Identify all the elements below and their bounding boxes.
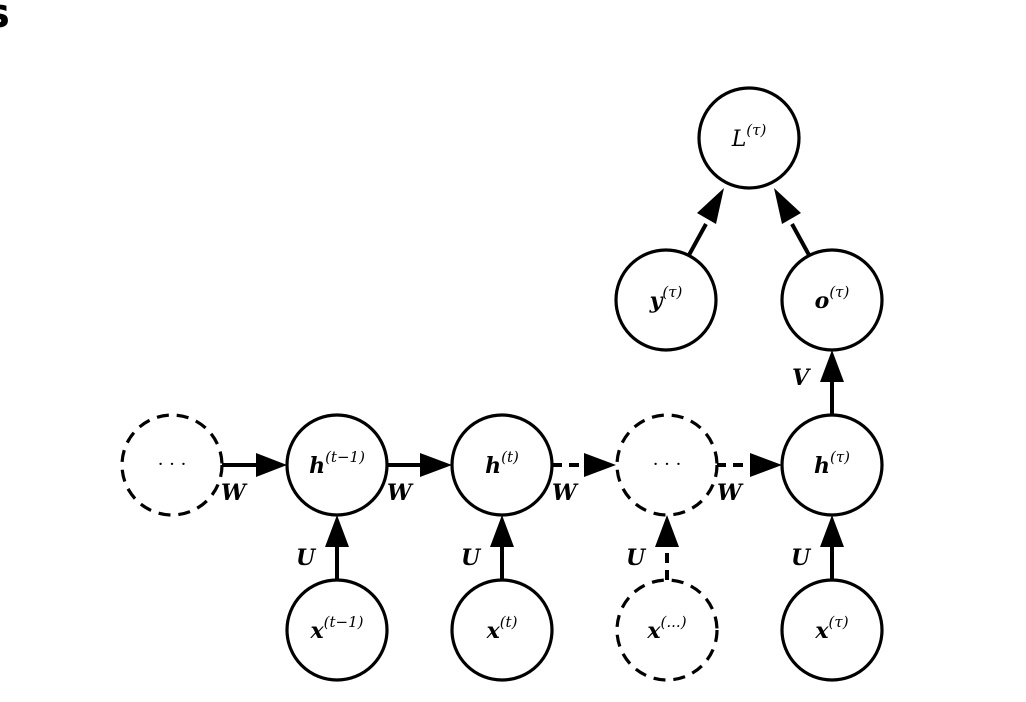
- node-x-tau: x(τ): [780, 578, 884, 682]
- edge-o-tau-to-loss: [774, 188, 811, 256]
- node-y-tau-base: y: [649, 288, 665, 314]
- node-o-tau: o(τ): [780, 248, 884, 352]
- svg-text:x(t−1): x(t−1): [310, 613, 364, 644]
- node-x-ellipsis-sup: (...): [661, 613, 687, 631]
- node-y-tau: y(τ): [614, 248, 718, 352]
- node-h-t-sup: (t): [501, 448, 519, 466]
- label-u-3: U: [626, 545, 647, 571]
- svg-text:h(t): h(t): [485, 448, 519, 479]
- label-u-2: U: [461, 545, 482, 571]
- node-x-t-base: x: [486, 618, 501, 644]
- label-w-4: W: [717, 480, 744, 506]
- node-loss-tau-sup: (τ): [746, 121, 766, 139]
- node-loss-tau: L(τ): [697, 86, 801, 190]
- svg-text:x(...): x(...): [646, 613, 686, 644]
- node-h-mid-ellipsis: · · ·: [615, 413, 719, 517]
- label-w-1: W: [221, 480, 248, 506]
- label-u-4: U: [791, 545, 812, 571]
- svg-text:L(τ): L(τ): [731, 121, 767, 152]
- edge-y-tau-to-loss: [687, 188, 724, 256]
- node-h-prev-ellipsis: · · ·: [120, 413, 224, 517]
- node-x-t-minus-1-base: x: [310, 618, 325, 644]
- svg-text:y(τ): y(τ): [649, 283, 683, 314]
- node-h-t-minus-1-sup: (t−1): [325, 448, 365, 466]
- node-x-tau-base: x: [814, 618, 829, 644]
- edge-u-x-tau-to-h-tau: [820, 515, 844, 580]
- node-h-t-minus-1-base: h: [309, 453, 325, 479]
- svg-text:x(τ): x(τ): [814, 613, 848, 644]
- edge-v-h-tau-to-o-tau: [820, 350, 844, 415]
- edge-w-h-t-minus-1-to-h-t: [387, 453, 452, 477]
- node-x-tau-sup: (τ): [829, 613, 849, 631]
- svg-text:x(t): x(t): [486, 613, 518, 644]
- node-x-t-sup: (t): [500, 613, 518, 631]
- label-w-2: W: [387, 480, 414, 506]
- label-u-1: U: [296, 545, 317, 571]
- node-x-t: x(t): [450, 578, 554, 682]
- edge-u-x-ellipsis-to-h-ellipsis: [655, 515, 679, 580]
- svg-text:o(τ): o(τ): [815, 283, 850, 314]
- node-h-t-minus-1: h(t−1): [285, 413, 389, 517]
- svg-text:h(t−1): h(t−1): [309, 448, 365, 479]
- node-o-tau-base: o: [815, 288, 830, 314]
- edge-u-x-t-to-h-t: [490, 515, 514, 580]
- svg-text:h(τ): h(τ): [814, 448, 850, 479]
- edge-w-ellipsis-to-h-t-minus-1: [222, 453, 287, 477]
- corner-text-fragment: s: [0, 0, 10, 34]
- node-h-tau-sup: (τ): [830, 448, 850, 466]
- node-h-mid-ellipsis-label: · · ·: [653, 454, 682, 475]
- edge-u-x-t-minus-1-to-h-t-minus-1: [325, 515, 349, 580]
- node-x-t-minus-1-sup: (t−1): [324, 613, 364, 631]
- node-o-tau-sup: (τ): [829, 283, 849, 301]
- node-h-tau-base: h: [814, 453, 830, 479]
- node-h-prev-ellipsis-label: · · ·: [158, 454, 187, 475]
- node-h-t-base: h: [485, 453, 501, 479]
- node-y-tau-sup: (τ): [662, 283, 682, 301]
- node-h-t: h(t): [450, 413, 554, 517]
- node-x-ellipsis-base: x: [646, 618, 661, 644]
- label-v: V: [792, 365, 811, 391]
- node-x-ellipsis: x(...): [615, 578, 719, 682]
- edge-w-h-t-to-ellipsis: [552, 453, 616, 477]
- edge-w-ellipsis-to-h-tau: [716, 453, 782, 477]
- node-h-tau: h(τ): [780, 413, 884, 517]
- label-w-3: W: [552, 480, 579, 506]
- node-x-t-minus-1: x(t−1): [285, 578, 389, 682]
- node-loss-tau-base: L: [731, 127, 747, 152]
